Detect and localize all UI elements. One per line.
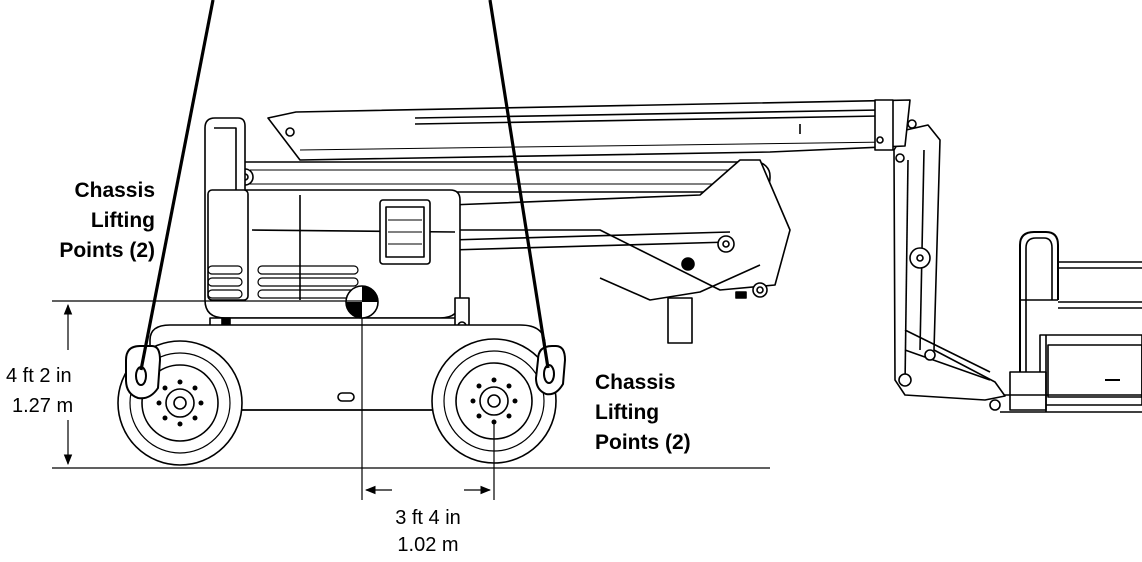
right-lifting-label-line-2: Lifting xyxy=(595,401,659,424)
cog-dimension xyxy=(361,318,495,500)
upper-boom xyxy=(267,99,911,161)
height-dimension xyxy=(52,300,372,466)
platform xyxy=(1000,231,1142,413)
cog-imperial: 3 ft 4 in xyxy=(395,507,461,529)
left-lifting-label-line-1: Chassis xyxy=(74,179,155,202)
height-imperial: 4 ft 2 in xyxy=(6,365,72,387)
boom-lift-machine xyxy=(117,99,1142,466)
lower-boom xyxy=(229,161,771,193)
cog-metric: 1.02 m xyxy=(397,534,458,556)
left-lifting-label-line-2: Lifting xyxy=(91,209,155,232)
left-lifting-label: Chassis Lifting Points (2) xyxy=(59,179,155,262)
lifting-cable-right xyxy=(488,0,550,369)
right-wheel xyxy=(431,338,557,464)
center-of-gravity-symbol xyxy=(345,285,379,319)
left-lifting-label-line-3: Points (2) xyxy=(59,239,155,262)
cog-label: 3 ft 4 in 1.02 m xyxy=(395,507,461,556)
lifting-lug-right xyxy=(535,345,566,396)
right-lifting-label: Chassis Lifting Points (2) xyxy=(595,371,691,454)
lifting-cable-left xyxy=(139,0,215,371)
height-label: 4 ft 2 in 1.27 m xyxy=(6,365,73,417)
jib-arm xyxy=(893,119,1006,411)
counterweight-vents xyxy=(207,265,359,299)
right-lifting-label-line-3: Points (2) xyxy=(595,431,691,454)
right-lifting-label-line-1: Chassis xyxy=(595,371,676,394)
height-metric: 1.27 m xyxy=(12,395,73,417)
riser-linkage xyxy=(449,159,791,344)
